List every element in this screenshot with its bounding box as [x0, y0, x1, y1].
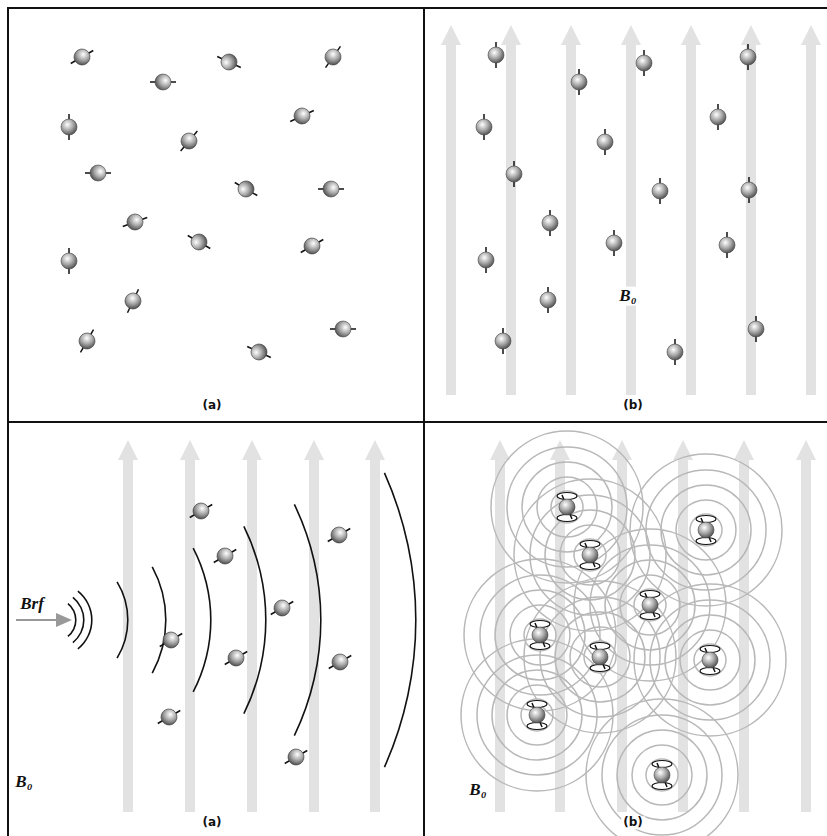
precessing-spin: [696, 516, 716, 545]
panel-label: (b): [621, 399, 645, 412]
field-arrows: [441, 25, 821, 395]
field-label: Brf: [18, 595, 46, 614]
rf-wavefronts: [16, 473, 417, 768]
precessing-spin: [590, 643, 610, 672]
field-label: B₀: [467, 781, 488, 800]
spin: [478, 247, 494, 273]
field-label: B₀: [13, 773, 34, 792]
spin: [156, 627, 187, 654]
spin: [319, 42, 347, 72]
precessing-spin: [580, 541, 600, 570]
spin: [748, 316, 764, 342]
precessing-spins: [527, 493, 720, 790]
spin: [710, 104, 726, 130]
spin: [244, 339, 274, 364]
spin: [719, 232, 735, 258]
panel-label: (a): [200, 399, 223, 412]
spin: [150, 74, 176, 90]
spin: [85, 165, 111, 181]
spin: [267, 595, 298, 622]
spin: [74, 326, 101, 357]
spin: [667, 339, 683, 365]
spin: [120, 210, 150, 234]
signal-rings: [461, 431, 786, 836]
spin: [120, 286, 145, 316]
precessing-spin: [652, 761, 672, 790]
spin: [741, 177, 757, 203]
spin: [540, 287, 556, 313]
aligned-spins: [476, 42, 764, 365]
precessing-spin: [527, 701, 547, 730]
spin: [61, 114, 77, 140]
spin: [330, 321, 356, 337]
panel-label: (a): [200, 816, 223, 829]
field-arrows: [490, 440, 816, 812]
spin: [214, 49, 244, 74]
spin: [297, 233, 328, 260]
spin: [61, 248, 77, 274]
spin: [636, 50, 652, 76]
spin: [652, 178, 668, 204]
spin: [184, 229, 215, 256]
precessing-spin: [700, 646, 720, 675]
spin: [318, 181, 344, 197]
spin: [325, 649, 356, 676]
spin: [175, 126, 204, 156]
spin: [542, 210, 558, 236]
spin: [67, 44, 98, 71]
spin: [324, 522, 355, 549]
field-label: B₀: [617, 287, 638, 306]
spin: [221, 645, 252, 672]
spin: [476, 114, 492, 140]
precessing-spin: [557, 493, 577, 522]
spin: [281, 744, 312, 771]
precessing-spin: [530, 621, 550, 650]
spin: [506, 161, 522, 187]
tipped-spins: [154, 498, 356, 771]
spin: [231, 176, 262, 203]
spin: [597, 129, 613, 155]
spin: [210, 543, 241, 570]
field-arrows: [118, 440, 385, 812]
spin: [488, 42, 504, 68]
precessing-spin: [640, 591, 660, 620]
spin: [287, 103, 317, 128]
spin: [186, 498, 217, 525]
spin: [495, 328, 511, 354]
spin: [606, 230, 622, 256]
spin: [571, 69, 587, 95]
spin: [740, 44, 756, 70]
random-spins: [61, 42, 356, 365]
spin: [154, 704, 185, 731]
panel-label: (b): [621, 816, 645, 829]
